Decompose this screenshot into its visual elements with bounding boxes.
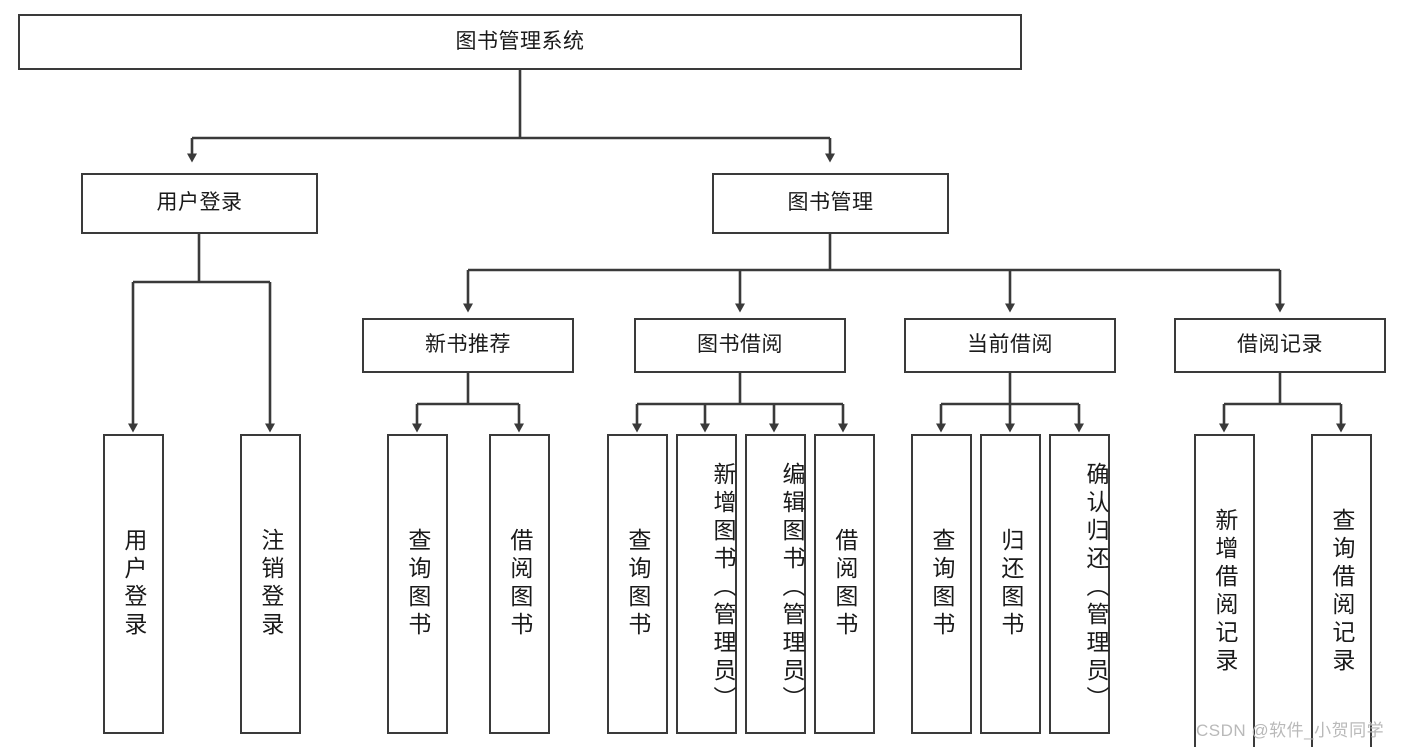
node-level1-book-management[interactable]: 图书管理 <box>712 173 949 234</box>
node-label: 图书借阅 <box>697 333 783 357</box>
node-label: 确认归还（管理员） <box>1083 462 1109 714</box>
node-label: 新增图书（管理员） <box>710 462 736 714</box>
node-label: 借阅图书 <box>831 528 858 640</box>
node-level2-book-borrow[interactable]: 图书借阅 <box>634 318 846 373</box>
node-root-图书管理系统[interactable]: 图书管理系统 <box>18 14 1022 70</box>
node-label: 新书推荐 <box>425 333 511 357</box>
node-leaf-user-login-login[interactable]: 用户登录 <box>103 434 164 734</box>
node-label: 图书管理 <box>787 191 874 215</box>
node-leaf-book-borrow-edit-book-admin[interactable]: 编辑图书（管理员） <box>745 434 806 734</box>
node-label: 查询图书 <box>928 528 955 640</box>
node-level2-current-borrow[interactable]: 当前借阅 <box>904 318 1116 373</box>
node-leaf-book-borrow-borrow-book[interactable]: 借阅图书 <box>814 434 875 734</box>
node-level2-new-book-recommend[interactable]: 新书推荐 <box>362 318 574 373</box>
node-label: 当前借阅 <box>967 333 1053 357</box>
node-level1-user-login[interactable]: 用户登录 <box>81 173 318 234</box>
node-label: 用户登录 <box>156 191 243 215</box>
node-leaf-book-borrow-query-book[interactable]: 查询图书 <box>607 434 668 734</box>
node-leaf-new-book-borrow-book[interactable]: 借阅图书 <box>489 434 550 734</box>
node-label: 编辑图书（管理员） <box>779 462 805 714</box>
node-label: 归还图书 <box>997 528 1024 640</box>
node-label: 用户登录 <box>120 528 147 640</box>
node-leaf-current-borrow-query-book[interactable]: 查询图书 <box>911 434 972 734</box>
node-label: 查询借阅记录 <box>1328 508 1355 676</box>
node-leaf-current-borrow-return-book[interactable]: 归还图书 <box>980 434 1041 734</box>
node-label: 新增借阅记录 <box>1211 508 1238 676</box>
csdn-watermark: CSDN @软件_小贺同学 <box>1196 721 1385 740</box>
node-leaf-new-book-query-book[interactable]: 查询图书 <box>387 434 448 734</box>
node-leaf-borrow-record-query-record[interactable]: 查询借阅记录 <box>1311 434 1372 747</box>
node-leaf-borrow-record-add-record[interactable]: 新增借阅记录 <box>1194 434 1255 747</box>
node-leaf-book-borrow-add-book-admin[interactable]: 新增图书（管理员） <box>676 434 737 734</box>
node-label: 借阅图书 <box>506 528 533 640</box>
node-label: 查询图书 <box>404 528 431 640</box>
node-label: 图书管理系统 <box>455 29 585 53</box>
node-level2-borrow-record[interactable]: 借阅记录 <box>1174 318 1386 373</box>
node-label: 查询图书 <box>624 528 651 640</box>
node-leaf-current-borrow-confirm-return-admin[interactable]: 确认归还（管理员） <box>1049 434 1110 734</box>
node-leaf-user-login-logout[interactable]: 注销登录 <box>240 434 301 734</box>
node-label: 注销登录 <box>257 528 284 640</box>
node-label: 借阅记录 <box>1237 333 1323 357</box>
